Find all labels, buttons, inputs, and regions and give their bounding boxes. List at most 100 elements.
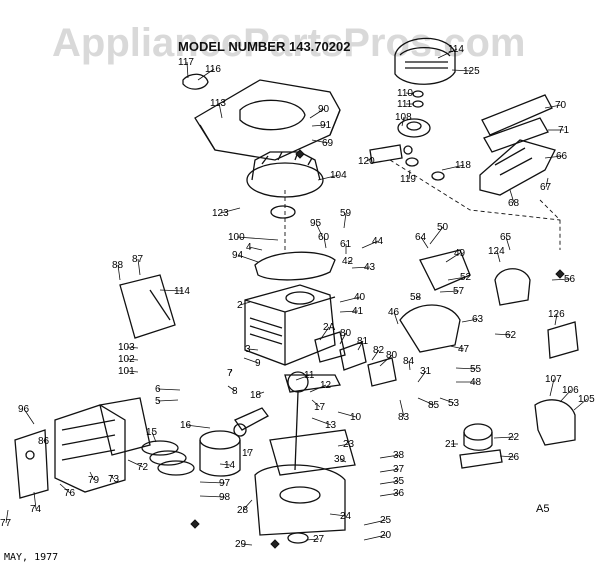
callout-leader (59, 483, 71, 494)
part-callout-74: 74 (30, 504, 42, 515)
callout-leader (157, 399, 179, 402)
part-callout-62: 62 (505, 330, 517, 341)
callout-leader (339, 458, 347, 463)
part-callout-119: 119 (400, 174, 416, 185)
callout-leader (347, 260, 353, 263)
callout-leader (545, 177, 549, 188)
part-callout-4: 4 (246, 242, 252, 253)
part-callout-116: 116 (205, 64, 221, 75)
callout-leader (311, 417, 332, 426)
part-callout-15: 15 (146, 427, 158, 438)
part-callout-85: 85 (428, 400, 440, 411)
part-callout-26: 26 (508, 452, 520, 463)
part-callout-25: 25 (380, 515, 392, 526)
callout-leader (137, 258, 141, 276)
part-callout-113: 113 (210, 98, 226, 109)
part-callout-114: 114 (448, 44, 464, 55)
callout-leader (417, 370, 427, 383)
part-callout-48: 48 (470, 377, 482, 388)
part-callout-44: 44 (372, 236, 384, 247)
part-callout-28: 28 (237, 505, 249, 516)
callout-leader (337, 443, 350, 447)
part-callout-120: 120 (358, 156, 375, 167)
callout-leader (544, 155, 563, 159)
callout-leader (185, 424, 211, 429)
part-callout-18: 18 (250, 390, 262, 401)
part-callout-61: 61 (340, 239, 352, 250)
callout-leader (248, 246, 263, 251)
callout-leader (379, 354, 393, 367)
callout-leader (243, 357, 259, 364)
part-callout-80: 80 (386, 350, 398, 361)
callout-leader (117, 264, 121, 281)
part-callout-86: 86 (38, 436, 50, 447)
callout-leader (451, 69, 473, 72)
callout-leader (311, 124, 327, 127)
part-callout-2: 2 (237, 300, 243, 311)
part-callout-41: 41 (352, 306, 364, 317)
part-callout-96: 96 (18, 404, 30, 415)
part-callout-102: 102 (118, 354, 135, 365)
callout-leader (505, 236, 511, 251)
callout-leader (496, 250, 501, 263)
part-callout-107: 107 (545, 374, 562, 385)
part-callout-126: 126 (548, 309, 565, 320)
callout-leader (408, 360, 411, 371)
callout-leader (126, 358, 139, 361)
part-callout-111: 111 (397, 99, 413, 110)
part-callout-12: 12 (320, 380, 332, 391)
part-callout-67: 67 (540, 182, 552, 193)
callout-leader (439, 397, 455, 404)
callout-leader (219, 463, 231, 466)
part-callout-55: 55 (470, 364, 482, 375)
part-callout-11: 11 (304, 370, 315, 381)
part-callout-36: 36 (393, 488, 405, 499)
part-callout-8: 8 (232, 386, 238, 397)
callout-leader (449, 345, 465, 350)
part-callout-108: 108 (395, 112, 412, 123)
callout-leader (109, 474, 115, 480)
callout-leader (236, 236, 279, 241)
part-drawings (14, 37, 579, 549)
part-callout-100: 100 (228, 232, 245, 243)
part-callout-63: 63 (472, 314, 484, 325)
part-callout-16: 16 (180, 420, 192, 431)
part-callout-80: 80 (340, 328, 352, 339)
part-callout-91: 91 (320, 120, 332, 131)
callout-leader (239, 301, 251, 306)
part-callout-7: 7 (227, 368, 233, 379)
part-callout-40: 40 (354, 292, 366, 303)
part-callout-64: 64 (415, 232, 427, 243)
callout-leader (5, 509, 9, 524)
callout-leader (311, 399, 321, 408)
part-callout-106: 106 (562, 385, 579, 396)
callout-leader (405, 92, 415, 95)
callout-leader (420, 236, 429, 249)
callout-leader (401, 116, 405, 127)
part-callout-87: 87 (132, 254, 144, 265)
callout-leader (379, 454, 400, 459)
callout-leader (361, 240, 379, 249)
part-callout-59: 59 (340, 208, 352, 219)
callout-leader (393, 311, 399, 325)
callout-labels: 1171161139091691141251101111087071666768… (0, 44, 595, 550)
part-callout-13: 13 (325, 420, 337, 431)
part-callout-60: 60 (318, 232, 330, 243)
callout-leader (220, 207, 241, 214)
callout-leader (339, 296, 361, 303)
part-callout-52: 52 (460, 272, 472, 283)
callout-leader (549, 378, 555, 397)
part-callout-118: 118 (455, 160, 471, 171)
part-callout-50: 50 (437, 222, 449, 233)
callout-leader (309, 108, 325, 119)
part-callout-65: 65 (500, 232, 512, 243)
callout-leader (494, 333, 512, 336)
callout-leader (371, 349, 380, 361)
part-callout-38: 38 (393, 450, 405, 461)
callout-leader (242, 499, 253, 511)
part-callout-94: 94 (232, 250, 244, 261)
part-callout-43: 43 (364, 262, 376, 273)
callout-leader (157, 388, 181, 391)
part-callout-5: 5 (155, 396, 161, 407)
callout-leader (499, 455, 515, 458)
